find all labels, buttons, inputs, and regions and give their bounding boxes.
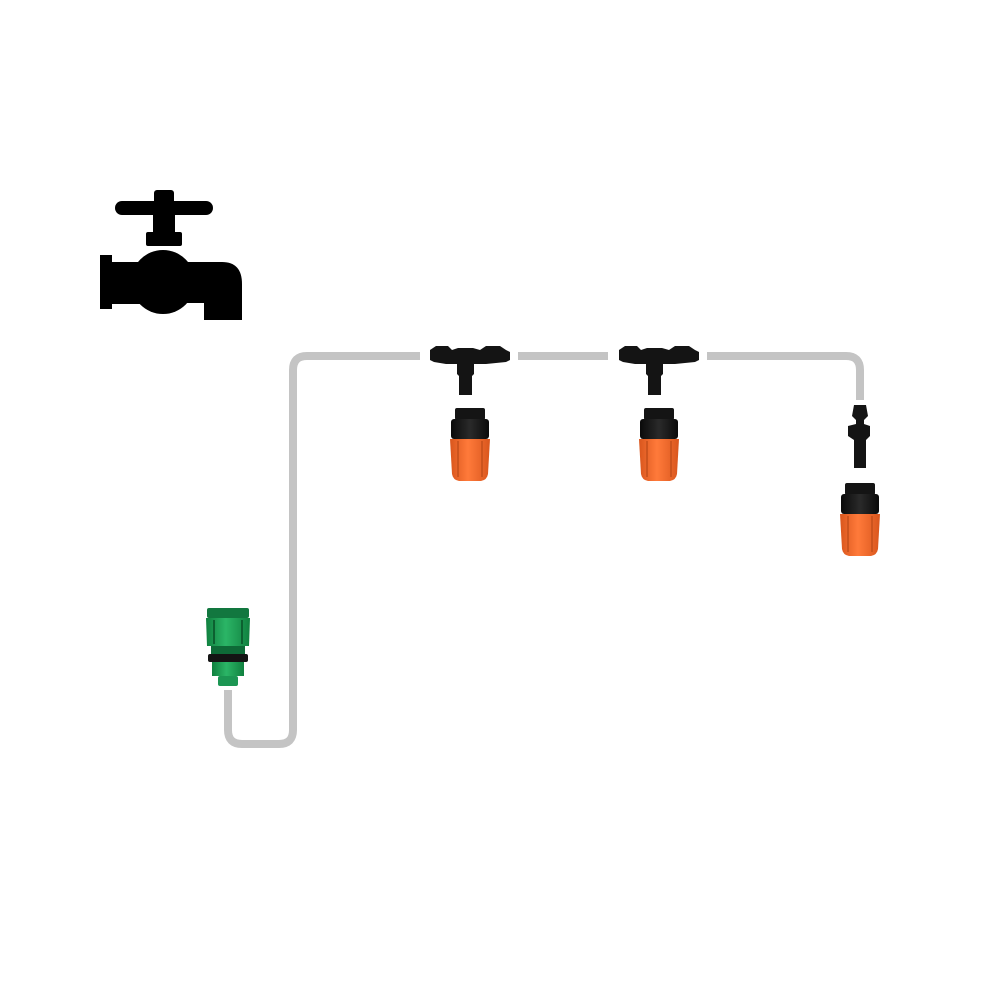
faucet-icon [100,190,242,320]
quick-connector-icon [206,608,250,686]
tube-tee2-end-segment [707,352,864,400]
tubing [224,352,864,748]
misting-nozzle-icon [639,408,679,481]
misting-nozzle-icon [840,483,880,556]
misting-nozzle-icon [450,408,490,481]
tee-connector-icon [619,346,699,395]
tee-connector-icon [430,346,510,395]
straight-barb-connector-icon [848,405,870,468]
tube-feed-segment [224,352,420,748]
